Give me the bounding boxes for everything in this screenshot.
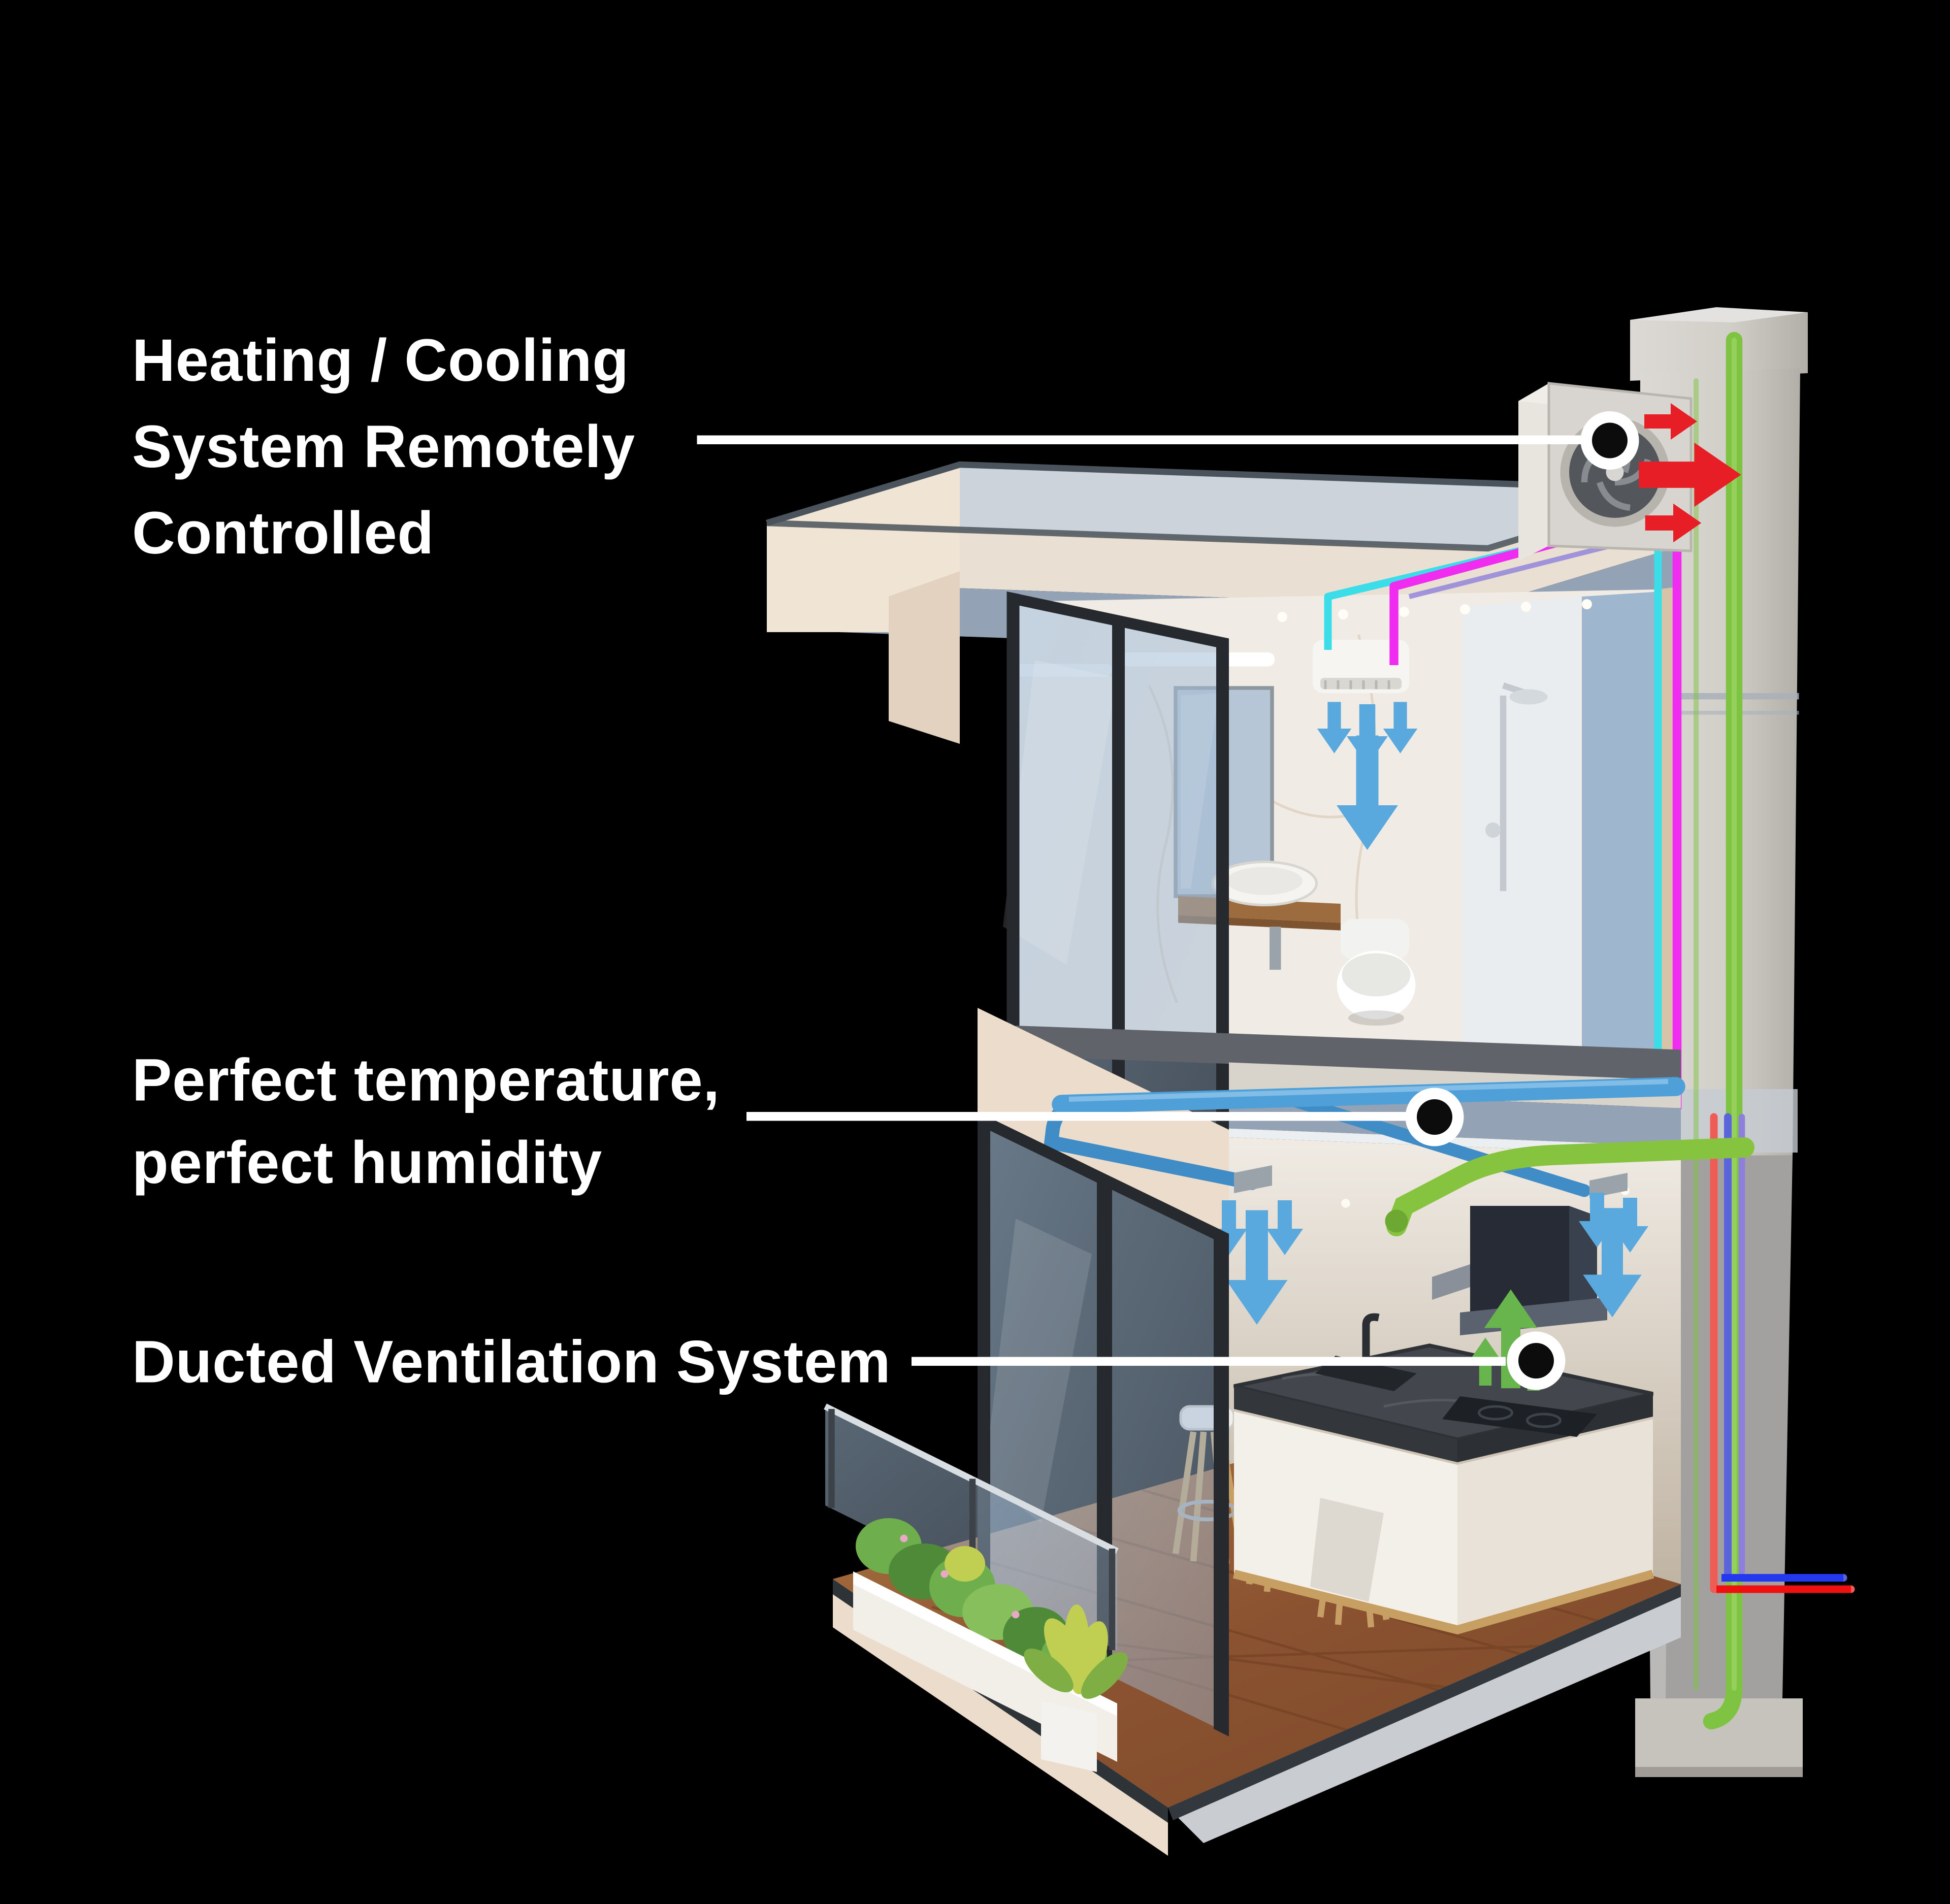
roof-top-surface	[767, 465, 1681, 548]
ceiling-diffuser	[1589, 1173, 1628, 1198]
deck-gutter	[1168, 1584, 1681, 1820]
kitchen-vent-marker	[1507, 1331, 1566, 1390]
bathroom-glass-wall	[1003, 592, 1229, 1132]
marker-dot-icon	[1417, 1099, 1452, 1135]
column-cap-top	[1630, 307, 1808, 322]
duct-outlet	[1385, 1209, 1408, 1233]
heat-pump-marker	[1580, 411, 1639, 470]
leader-line-climate	[746, 1112, 1408, 1121]
roof-overhang-left-face	[767, 465, 960, 632]
ventilation-unit	[1470, 1206, 1569, 1320]
floor-duct-marker	[1405, 1088, 1464, 1146]
annotation-overlay	[697, 411, 1639, 1390]
annotation-ducted-ventilation: Ducted Ventilation System	[132, 1328, 891, 1395]
roof-soffit-notch	[889, 571, 960, 744]
potted-plant	[1024, 1604, 1128, 1772]
marker-dot-icon	[1592, 422, 1628, 458]
column-base-edge	[1635, 1767, 1803, 1777]
shelf-bracket	[1270, 927, 1281, 970]
ceiling-spotlights	[1277, 599, 1592, 622]
bathroom-floor-edge	[1016, 1026, 1681, 1080]
island-shadow	[1310, 1498, 1384, 1602]
shower-set	[1485, 682, 1548, 891]
duct-stub	[1432, 1264, 1470, 1300]
column-cap	[1630, 312, 1808, 381]
balcony	[824, 1403, 1128, 1772]
glass-sheen	[984, 1219, 1092, 1523]
island-front-right	[1457, 1419, 1653, 1630]
riser-pipes	[1694, 332, 1855, 1730]
leader-line-ventilation	[912, 1357, 1506, 1366]
heat-pump-side	[1518, 383, 1549, 561]
extract-duct-green	[1386, 1137, 1754, 1236]
annotation-perfect-climate: Perfect temperature, perfect humidity	[132, 1046, 720, 1196]
induction-cooktop	[1442, 1396, 1597, 1437]
cooktop-rings	[1478, 1405, 1562, 1428]
faucet	[1362, 1313, 1380, 1358]
plant-pot	[1041, 1701, 1097, 1772]
wall-ac-unit	[1313, 640, 1409, 693]
glass-mullions	[1006, 592, 1229, 1132]
shower-head-icon	[1509, 689, 1548, 705]
column-base	[1635, 1698, 1803, 1777]
duct-highlight	[1068, 1079, 1669, 1102]
island-kickboard	[1232, 1569, 1654, 1635]
glass-sheen	[1003, 660, 1117, 965]
supply-duct-blue	[1052, 1077, 1685, 1114]
handheld-shower	[1485, 823, 1501, 838]
column-band	[1638, 711, 1799, 715]
leader-line-heating	[697, 435, 1583, 444]
annotation-heating-cooling: Heating / Cooling System Remotely Contro…	[132, 326, 635, 567]
exit-pipe-blue	[1721, 1574, 1843, 1582]
exit-pipe-red	[1716, 1585, 1851, 1593]
wall-hung-toilet	[1337, 919, 1416, 1026]
bathroom-right-glass	[1582, 592, 1661, 1069]
shower-glass-panel	[1462, 597, 1581, 1066]
countertop-thickness	[1234, 1386, 1457, 1462]
marker-dot-icon	[1518, 1343, 1554, 1378]
column-shaft-lower	[1645, 1155, 1793, 1698]
ceiling-diffuser	[1234, 1165, 1272, 1193]
planter-plants	[856, 1518, 1107, 1681]
